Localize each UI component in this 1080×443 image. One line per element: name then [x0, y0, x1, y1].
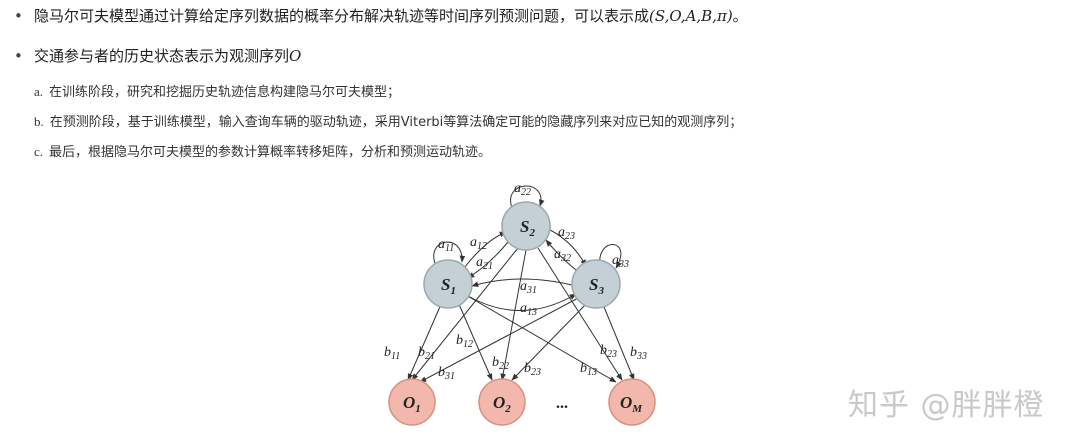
obs-o2: O2 — [478, 378, 526, 426]
state-s1-base: S — [441, 275, 450, 294]
obs-o1-sub: 1 — [415, 403, 421, 415]
edge-s3-om — [601, 301, 635, 381]
hmm-diagram: S2 S1 S3 O1 O2 ... OM a11 a12 a21 a22 a2… — [384, 181, 656, 426]
self-loop-s2 — [510, 185, 545, 209]
edge-s2-om — [537, 247, 623, 381]
self-loop-s3 — [599, 244, 622, 269]
label-a12: a12 — [470, 235, 487, 252]
step-b-text: 在预测阶段，基于训练模型，输入查询车辆的驱动轨迹，采用Viterbi等算法确定可… — [49, 115, 743, 130]
svg-text:S1: S1 — [441, 275, 456, 297]
label-a13: a13 — [520, 301, 537, 318]
state-s2: S2 — [501, 201, 551, 251]
state-s1: S1 — [423, 259, 473, 309]
emission-labels: b11 b21 b31 b12 b22 b23 b13 b23 b33 — [384, 333, 647, 382]
step-c-label: c. — [34, 144, 44, 159]
state-s2-sub: 2 — [528, 227, 535, 239]
state-s3-sub: 3 — [597, 285, 604, 297]
state-s2-base: S — [520, 217, 529, 236]
step-b: b. 在预测阶段，基于训练模型，输入查询车辆的驱动轨迹，采用Viterbi等算法确… — [34, 113, 742, 132]
step-a: a. 在训练阶段，研究和挖掘历史轨迹信息构建隐马尔可夫模型； — [34, 83, 400, 102]
edge-s3-o1 — [419, 295, 583, 383]
step-b-label: b. — [34, 114, 44, 129]
label-b23-right: b23 — [600, 343, 617, 360]
watermark: 知乎 @胖胖橙 — [848, 388, 1045, 423]
label-a32: a32 — [554, 247, 571, 264]
bullet-1-body: 隐马尔可夫模型通过计算给定序列数据的概率分布解决轨迹等时间序列预测问题，可以表示… — [34, 7, 650, 25]
svg-text:S2: S2 — [520, 217, 535, 239]
step-a-label: a. — [34, 84, 44, 99]
label-a31: a31 — [520, 279, 537, 296]
label-b21: b21 — [418, 345, 435, 362]
edge-s1-om — [463, 293, 617, 383]
label-b33: b33 — [630, 345, 647, 362]
bullet-1-tail: 。 — [732, 7, 748, 25]
observations: O1 O2 ... OM — [388, 378, 656, 426]
label-a23: a23 — [558, 225, 575, 242]
obs-om-base: O — [620, 393, 632, 412]
edge-s3-s1 — [471, 278, 577, 287]
edge-s1-o1 — [407, 301, 443, 381]
state-s1-sub: 1 — [450, 285, 456, 297]
label-b13: b13 — [580, 361, 597, 378]
emission-edges — [407, 247, 635, 383]
edge-s1-s3 — [467, 293, 577, 311]
edge-s2-o1 — [411, 247, 519, 381]
label-b11: b11 — [384, 345, 400, 362]
obs-o1: O1 — [388, 378, 436, 426]
label-b22: b22 — [492, 355, 509, 372]
svg-text:O2: O2 — [493, 393, 511, 415]
step-a-text: 在训练阶段，研究和挖掘历史轨迹信息构建隐马尔可夫模型； — [49, 85, 401, 100]
step-c-text: 最后，根据隐马尔可夫模型的参数计算概率转移矩阵，分析和预测运动轨迹。 — [49, 145, 492, 160]
edge-s3-o2 — [511, 301, 589, 381]
label-a21: a21 — [476, 255, 493, 272]
label-b23: b23 — [524, 361, 541, 378]
hidden-states: S2 S1 S3 — [423, 201, 621, 309]
bullet-dot: • — [14, 7, 23, 25]
edge-s2-s1 — [467, 241, 509, 279]
svg-text:O1: O1 — [403, 393, 421, 415]
bullet-2-text: 交通参与者的历史状态表示为观测序列O — [34, 46, 301, 66]
state-s3: S3 — [571, 259, 621, 309]
obs-o1-base: O — [403, 393, 415, 412]
obs-om: OM — [608, 378, 656, 426]
label-b31: b31 — [438, 365, 455, 382]
bullet-2-body: 交通参与者的历史状态表示为观测序列 — [34, 47, 290, 65]
transition-labels: a11 a12 a21 a22 a23 a32 a33 a31 a13 — [438, 181, 629, 318]
obs-o2-base: O — [493, 393, 505, 412]
state-s3-base: S — [589, 275, 598, 294]
label-a33: a33 — [612, 253, 629, 270]
svg-text:OM: OM — [620, 393, 643, 415]
label-a22: a22 — [514, 181, 531, 198]
step-c: c. 最后，根据隐马尔可夫模型的参数计算概率转移矩阵，分析和预测运动轨迹。 — [34, 143, 491, 162]
obs-ellipsis: ... — [556, 395, 568, 412]
obs-o2-sub: 2 — [504, 403, 511, 415]
self-loop-s1 — [433, 241, 466, 267]
label-b12: b12 — [456, 333, 473, 350]
bullet-1-math: (S,O,A,B,π) — [649, 7, 733, 25]
obs-om-sub: M — [631, 403, 643, 415]
edge-s2-o2 — [500, 249, 527, 381]
bullet-2-math: O — [289, 47, 302, 65]
label-a11: a11 — [438, 237, 454, 254]
bullet-dot: • — [14, 47, 23, 65]
svg-text:S3: S3 — [589, 275, 604, 297]
bullet-1-text: 隐马尔可夫模型通过计算给定序列数据的概率分布解决轨迹等时间序列预测问题，可以表示… — [34, 6, 748, 26]
